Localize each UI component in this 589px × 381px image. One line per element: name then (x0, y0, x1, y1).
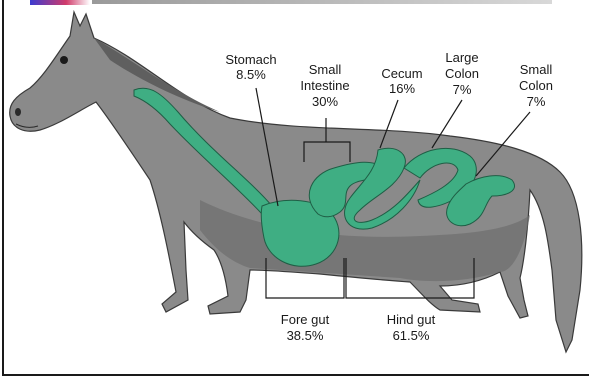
small-colon-label-line1: Small (520, 62, 553, 77)
small-colon-value: 7% (527, 94, 546, 109)
small-colon-label-line2: Colon (519, 78, 553, 93)
cecum-value: 16% (389, 81, 415, 96)
hind-gut-label: Hind gut (387, 312, 436, 327)
fore-gut-label: Fore gut (281, 312, 330, 327)
stomach-label: Stomach (225, 52, 276, 67)
cecum-label: Cecum (381, 66, 422, 81)
fore-gut-value: 38.5% (287, 328, 324, 343)
stomach-value: 8.5% (236, 67, 266, 82)
small-intestine-label-line1: Small (309, 62, 342, 77)
large-colon-label-line1: Large (445, 50, 478, 65)
large-colon-label-line2: Colon (445, 66, 479, 81)
horse-eye (60, 56, 68, 64)
large-colon-value: 7% (453, 82, 472, 97)
small-intestine-label-line2: Intestine (300, 78, 349, 93)
horse-nostril (15, 108, 21, 116)
small-intestine-value: 30% (312, 94, 338, 109)
hind-gut-value: 61.5% (393, 328, 430, 343)
